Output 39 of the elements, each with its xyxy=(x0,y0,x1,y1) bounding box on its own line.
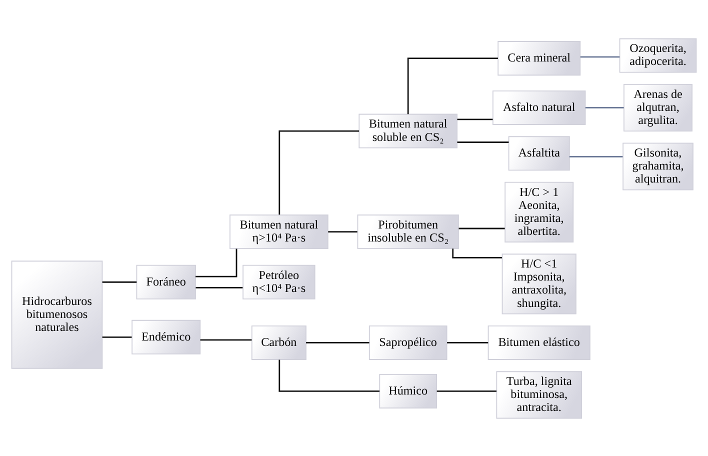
node-box: Bitumen natural soluble en CS₂ xyxy=(358,113,458,148)
node-box: Sapropélico xyxy=(368,324,448,360)
connector xyxy=(580,56,620,58)
connector xyxy=(585,106,624,108)
node-box: Hidrocarburos bitumenosos naturales xyxy=(11,260,103,368)
node-box: Gilsonita, grahamita, alquitran. xyxy=(622,142,694,190)
node-box: Bitumen natural η>10⁴ Pa·s xyxy=(230,214,328,249)
node-box: Foráneo xyxy=(136,264,196,299)
node-box: Ozoquerita, adipocerita. xyxy=(619,38,697,72)
connector xyxy=(569,156,623,157)
connector xyxy=(447,342,488,343)
connector xyxy=(278,359,380,392)
connector xyxy=(306,342,370,343)
node-box: Endémico xyxy=(132,319,201,354)
node-box: Húmico xyxy=(379,373,437,408)
node-box: Turba, lignita bituminosa, antracita. xyxy=(496,370,582,418)
node-box: Cera mineral xyxy=(498,40,581,76)
connector xyxy=(407,57,498,114)
connector xyxy=(328,230,358,232)
node-box: Asfaltita xyxy=(508,136,570,170)
connector xyxy=(457,118,493,120)
connector xyxy=(436,390,496,392)
node-box: Pirobitumen insoluble en CS₂ xyxy=(357,214,459,249)
connector xyxy=(102,280,137,282)
connector xyxy=(102,336,132,338)
connector xyxy=(458,227,505,229)
node-box: H/C <1 Impsonita, antraxolita, shungita. xyxy=(502,253,576,314)
node-box: Petróleo η<10⁴ Pa·s xyxy=(242,264,316,299)
node-box: Bitumen elástico xyxy=(488,324,590,360)
node-box: Arenas de alqutran, argulita. xyxy=(624,83,692,132)
connector xyxy=(196,248,238,277)
node-box: H/C > 1 Aeonita, ingramita, albertita. xyxy=(504,181,574,242)
connector xyxy=(278,130,360,214)
node-box: Carbón xyxy=(251,324,306,360)
connector xyxy=(452,248,502,258)
connector xyxy=(457,141,509,142)
node-box: Asfalto natural xyxy=(492,90,586,124)
connector xyxy=(200,338,252,340)
connector xyxy=(196,286,243,288)
